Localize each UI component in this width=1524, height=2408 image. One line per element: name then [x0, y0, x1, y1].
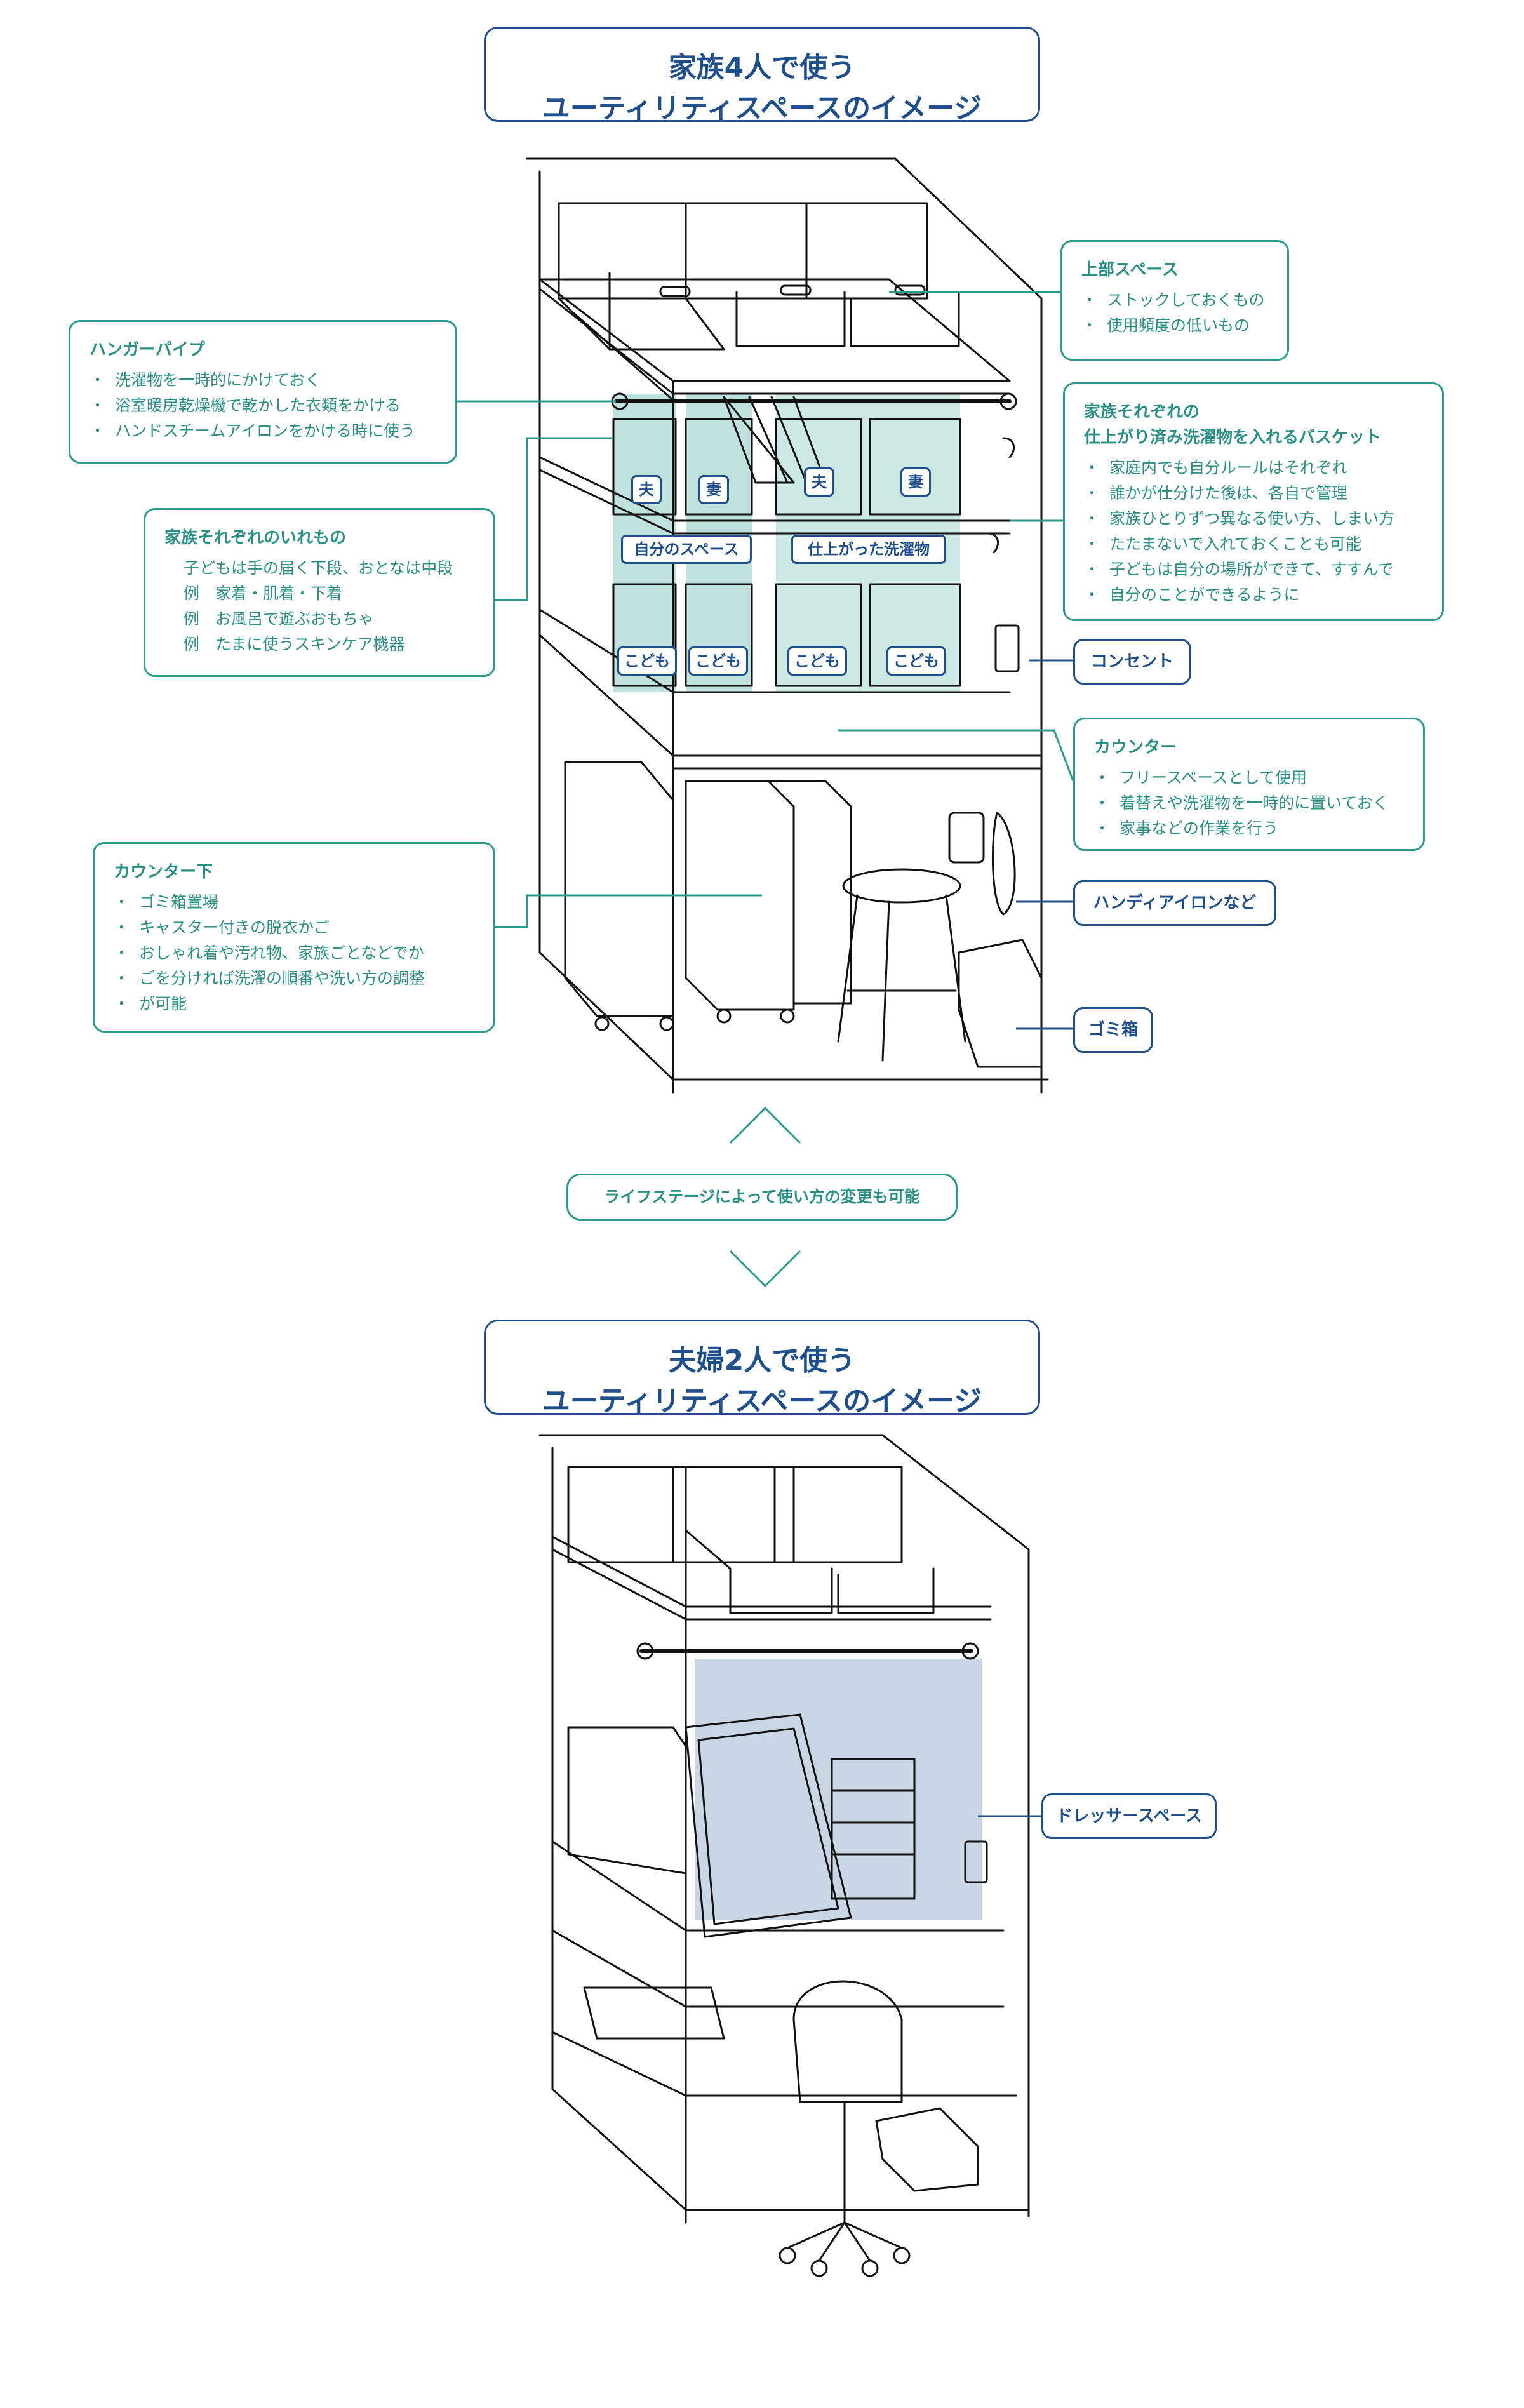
note-upper-space: 上部スペース ストックしておくもの 使用頻度の低いもの [1060, 240, 1289, 361]
tag-kid-3: こども [787, 646, 847, 676]
unit1-drawing [526, 157, 1049, 1094]
label-outlet: コンセント [1073, 639, 1191, 685]
note-hanger-pipe-item: 浴室暖房乾燥機で乾かした衣類をかける [90, 393, 436, 418]
label-dresser-space: ドレッサースペース [1041, 1793, 1217, 1839]
note-belongings-item: 例 お風呂で遊ぶおもちゃ [184, 610, 375, 628]
note-under-counter-item: ゴミ箱置場 [114, 890, 474, 915]
note-counter: カウンター フリースペースとして使用 着替えや洗濯物を一時的に置いておく 家事な… [1073, 718, 1425, 851]
note-hanger-pipe-heading: ハンガーパイプ [90, 340, 205, 359]
section2-title: 夫婦2人で使う ユーティリティスペースのイメージ [484, 1320, 1040, 1417]
connector-counter [838, 729, 1074, 782]
note-under-counter-item: が可能 [114, 991, 474, 1017]
section1-title: 家族4人で使う ユーティリティスペースのイメージ [484, 27, 1040, 124]
note-counter-item: フリースペースとして使用 [1094, 765, 1404, 791]
life-stage-note: ライフステージによって使い方の変更も可能 [566, 1174, 958, 1221]
section1-title-line2: ユーティリティスペースのイメージ [542, 92, 982, 124]
note-upper-space-item: ストックしておくもの [1081, 288, 1268, 313]
note-belongings-item: 子どもは手の届く下段、おとなは中段 [184, 559, 453, 577]
label-handy-iron: ハンディアイロンなど [1073, 880, 1276, 926]
note-counter-heading: カウンター [1094, 738, 1177, 757]
tag-kid-1: こども [617, 646, 677, 676]
tag-husband-1: 夫 [631, 475, 662, 504]
note-upper-space-heading: 上部スペース [1081, 260, 1179, 279]
note-belongings-heading: 家族それぞれのいれもの [164, 528, 347, 547]
note-baskets-item: 自分のことができるように [1084, 582, 1423, 608]
connector-belongings [495, 437, 613, 601]
section2-title-line2: ユーティリティスペースのイメージ [542, 1385, 982, 1417]
note-baskets-heading-2: 仕上がり済み洗濯物を入れるバスケット [1084, 428, 1382, 447]
note-baskets-item: たたまないで入れておくことも可能 [1084, 532, 1423, 557]
tag-wife-1: 妻 [698, 475, 729, 504]
tag-finished-laundry: 仕上がった洗濯物 [791, 535, 946, 564]
tag-own-space: 自分のスペース [621, 535, 752, 564]
note-hanger-pipe: ハンガーパイプ 洗濯物を一時的にかけておく 浴室暖房乾燥機で乾かした衣類をかける… [69, 320, 457, 464]
section2-title-line1: 夫婦2人で使う [668, 1344, 856, 1377]
note-under-counter-item: おしゃれ着や汚れ物、家族ごとなどでか [114, 940, 474, 966]
tag-kid-4: こども [886, 646, 946, 676]
note-baskets-item: 家族ひとりずつ異なる使い方、しまい方 [1084, 506, 1423, 532]
label-trash: ゴミ箱 [1073, 1007, 1153, 1053]
note-under-counter-item: キャスター付きの脱衣かご [114, 915, 474, 940]
note-under-counter-item: ごを分ければ洗濯の順番や洗い方の調整 [114, 966, 474, 991]
note-counter-item: 着替えや洗濯物を一時的に置いておく [1094, 791, 1404, 816]
tag-husband-2: 夫 [804, 467, 834, 497]
note-belongings: 家族それぞれのいれもの 子どもは手の届く下段、おとなは中段 例 家着・肌着・下着… [144, 508, 495, 677]
connector-under-counter [495, 894, 762, 928]
highlight-dresser-space [695, 1659, 982, 1920]
note-baskets-item: 家庭内でも自分ルールはそれぞれ [1084, 455, 1423, 481]
note-upper-space-item: 使用頻度の低いもの [1081, 313, 1268, 338]
life-stage-arrow-down [729, 1250, 801, 1288]
note-counter-item: 家事などの作業を行う [1094, 816, 1404, 841]
section1-title-line1: 家族4人で使う [668, 51, 856, 84]
note-under-counter-heading: カウンター下 [114, 862, 213, 881]
note-belongings-item: 例 家着・肌着・下着 [184, 584, 343, 603]
note-hanger-pipe-item: ハンドスチームアイロンをかける時に使う [90, 418, 436, 444]
note-baskets-item: 誰かが仕分けた後は、各自で管理 [1084, 481, 1423, 506]
note-baskets-heading-1: 家族それぞれの [1084, 403, 1200, 422]
note-belongings-item: 例 たまに使うスキンケア機器 [184, 635, 405, 653]
note-baskets-item: 子どもは自分の場所ができて、すすんで [1084, 557, 1423, 582]
life-stage-arrow-up [729, 1106, 801, 1144]
note-hanger-pipe-item: 洗濯物を一時的にかけておく [90, 368, 436, 393]
note-baskets: 家族それぞれの 仕上がり済み洗濯物を入れるバスケット 家庭内でも自分ルールはそれ… [1063, 382, 1444, 621]
note-under-counter: カウンター下 ゴミ箱置場 キャスター付きの脱衣かご おしゃれ着や汚れ物、家族ごと… [93, 842, 495, 1033]
unit2-drawing [538, 1434, 1030, 2277]
tag-kid-2: こども [688, 646, 748, 676]
tag-wife-2: 妻 [900, 467, 931, 497]
